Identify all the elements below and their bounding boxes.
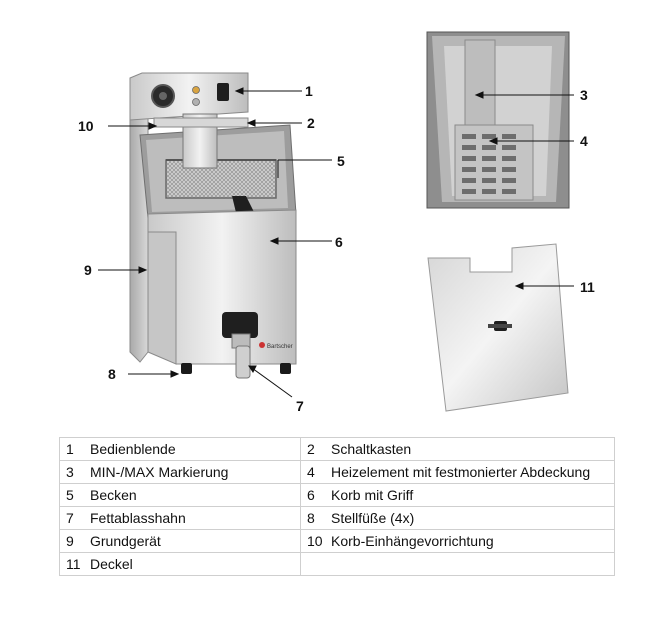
drain-tap [222, 312, 258, 338]
legend-label: MIN-/MAX Markierung [86, 460, 301, 484]
callout-2: 2 [307, 115, 315, 131]
fryer-side-panel [129, 79, 149, 363]
callout-6: 6 [335, 234, 343, 250]
callout-9: 9 [84, 262, 92, 278]
callout-10: 10 [78, 118, 94, 134]
callout-11: 11 [580, 279, 595, 295]
legend-number: 10 [300, 529, 327, 553]
callout-5: 5 [337, 153, 345, 169]
legend-number: 5 [59, 483, 86, 507]
legend-number: 7 [59, 506, 86, 530]
legend-row: 1 Bedienblende 2 Schaltkasten [59, 437, 615, 461]
legend-number: 9 [59, 529, 86, 553]
legend-number: 11 [59, 552, 86, 576]
legend-label: Schaltkasten [327, 437, 615, 461]
minmax-marking [464, 39, 496, 129]
callout-3: 3 [580, 87, 588, 103]
legend-label: Heizelement mit festmonierter Abdeckung [327, 460, 615, 484]
legend-label: Becken [86, 483, 301, 507]
callout-4: 4 [580, 133, 588, 149]
legend-number: 3 [59, 460, 86, 484]
legend-number-empty [300, 552, 327, 576]
indicator-lamp [192, 86, 200, 94]
control-box [129, 72, 249, 121]
legend-number: 1 [59, 437, 86, 461]
legend-number: 6 [300, 483, 327, 507]
foot-left [181, 363, 192, 374]
fryer-unit: Bartscher [129, 72, 297, 379]
legend-row: 7 Fettablasshahn 8 Stellfüße (4x) [59, 506, 615, 530]
legend-row: 11 Deckel [59, 552, 615, 576]
legend-label: Korb mit Griff [327, 483, 615, 507]
legend-label: Bedienblende [86, 437, 301, 461]
callout-8: 8 [108, 366, 116, 382]
power-switch [217, 83, 229, 101]
legend-number: 2 [300, 437, 327, 461]
callout-1: 1 [305, 83, 313, 99]
legend-label: Korb-Einhängevorrichtung [327, 529, 615, 553]
legend-table: 1 Bedienblende 2 Schaltkasten 3 MIN-/MAX… [59, 437, 615, 576]
foot-right [280, 363, 291, 374]
fryer-diagram: Bartscher [78, 31, 595, 414]
legend-row: 9 Grundgerät 10 Korb-Einhängevorrichtung [59, 529, 615, 553]
legend-number: 8 [300, 506, 327, 530]
indicator-lamp-2 [192, 98, 200, 106]
basin-detail [426, 31, 570, 209]
legend-label-empty [327, 552, 615, 576]
legend-label: Stellfüße (4x) [327, 506, 615, 530]
legend-label: Fettablasshahn [86, 506, 301, 530]
legend-number: 4 [300, 460, 327, 484]
legend-row: 3 MIN-/MAX Markierung 4 Heizelement mit … [59, 460, 615, 484]
callout-lines [98, 87, 574, 398]
legend-label: Deckel [86, 552, 301, 576]
legend-row: 5 Becken 6 Korb mit Griff [59, 483, 615, 507]
lid [427, 243, 569, 412]
legend-label: Grundgerät [86, 529, 301, 553]
callout-7: 7 [296, 398, 304, 414]
brand-label: Bartscher [267, 344, 293, 350]
